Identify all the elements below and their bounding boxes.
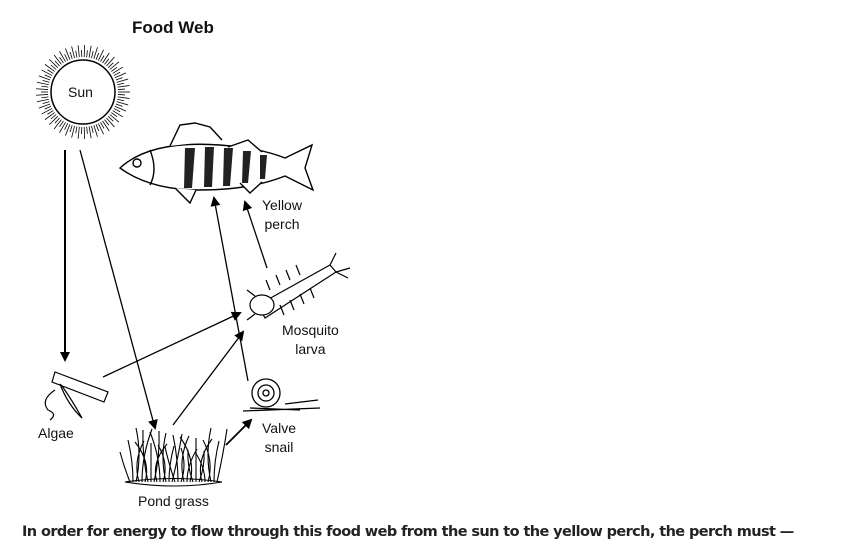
arrow-grass-to-snail	[225, 418, 253, 446]
yellow-perch-icon	[118, 122, 315, 205]
sun-icon	[36, 45, 130, 139]
arrow-grass-to-larva	[172, 330, 245, 426]
label-valve-snail: Valve snail	[262, 419, 296, 457]
algae-icon	[44, 371, 109, 421]
arrow-algae-to-larva	[102, 311, 242, 378]
label-sun: Sun	[68, 84, 93, 100]
label-mosquito-larva: Mosquito larva	[282, 321, 339, 359]
energy-arrows	[60, 149, 268, 446]
label-yellow-perch: Yellow perch	[262, 196, 302, 234]
arrow-larva-to-perch	[242, 200, 268, 269]
pond-grass-icon	[119, 427, 228, 487]
label-line: Valve	[262, 420, 296, 436]
arrow-snail-to-perch	[210, 196, 249, 382]
label-line: larva	[295, 341, 326, 357]
mosquito-larva-icon	[246, 252, 351, 321]
label-line: Mosquito	[282, 322, 339, 338]
valve-snail-icon	[242, 378, 321, 412]
label-pond-grass: Pond grass	[138, 493, 209, 509]
label-algae: Algae	[38, 425, 74, 441]
label-line: snail	[264, 439, 294, 455]
diagram-title: Food Web	[132, 18, 214, 37]
arrow-sun-to-pond-grass	[79, 149, 158, 430]
label-line: Yellow	[262, 197, 302, 213]
question-text: In order for energy to flow through this…	[22, 524, 794, 540]
label-line: perch	[264, 216, 300, 232]
